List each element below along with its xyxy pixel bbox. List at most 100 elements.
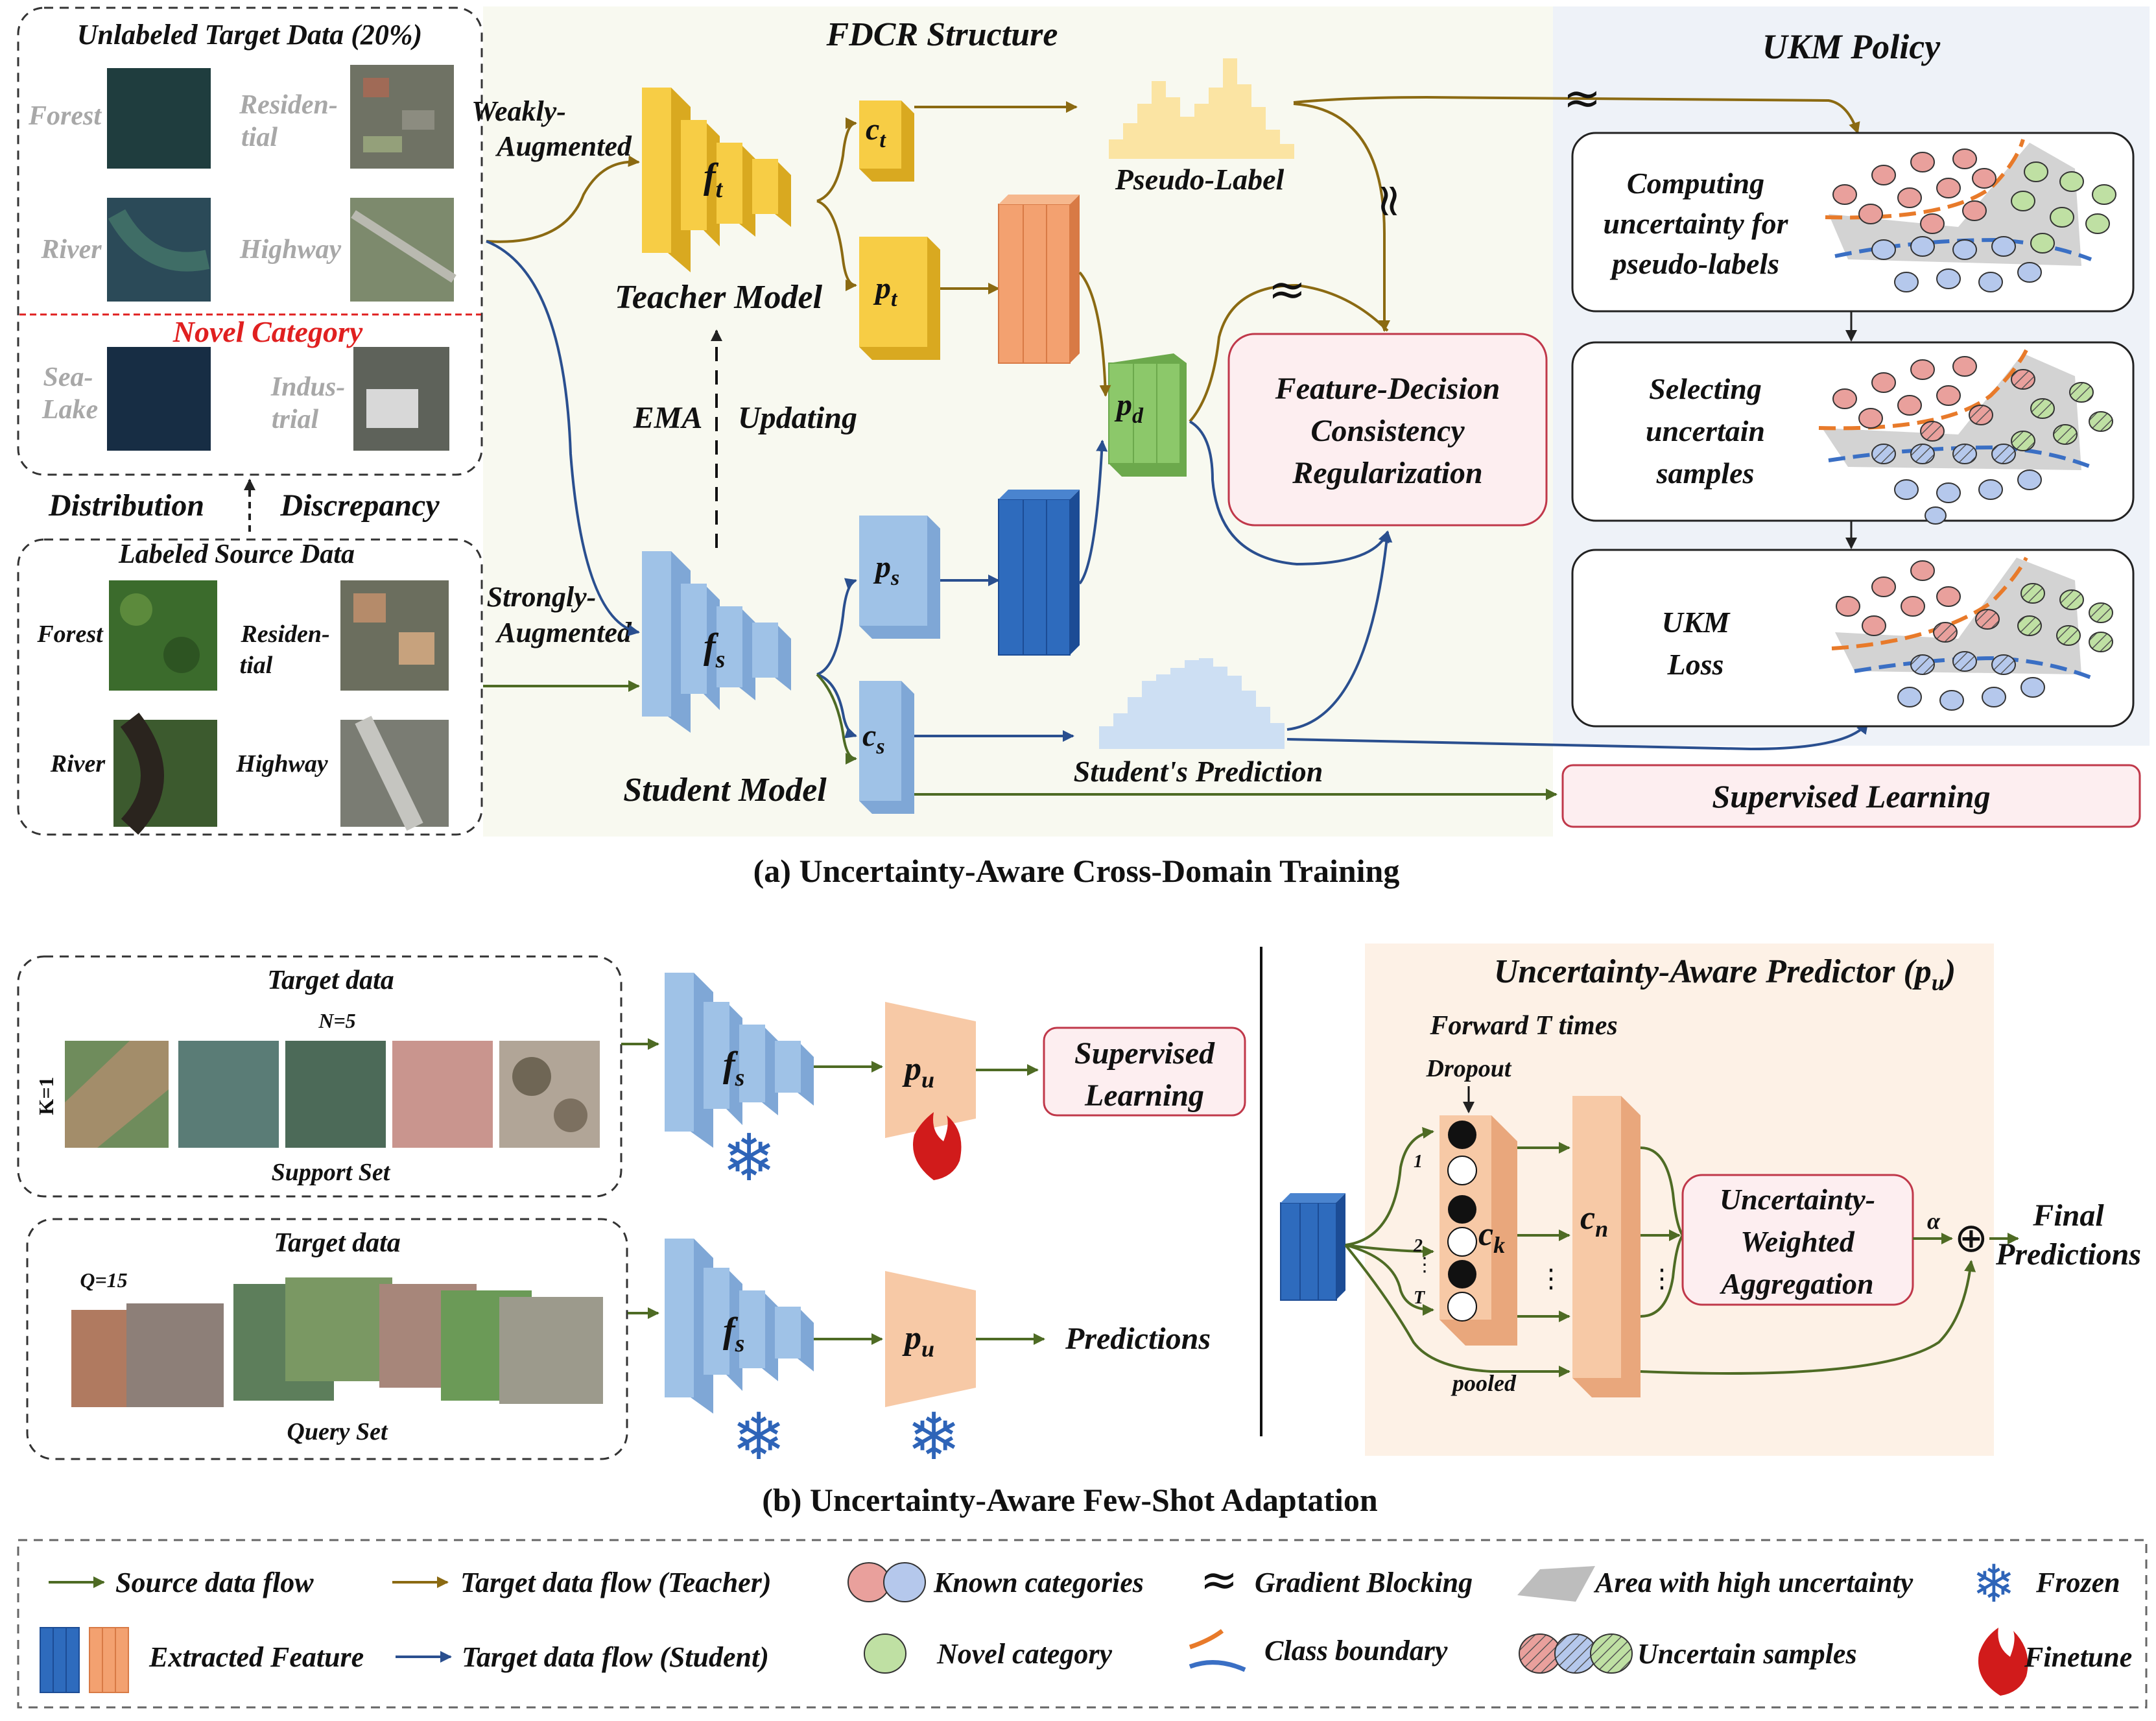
alpha-label: α <box>1927 1208 1941 1234</box>
legend-boundary-orange-icon <box>1189 1629 1224 1650</box>
predictor-input-feature <box>1280 1193 1345 1301</box>
ukm-step-2: Selecting uncertain samples <box>1571 341 2135 525</box>
pseudo-label-text: Pseudo-Label <box>1115 163 1285 196</box>
query-set-panel: Target data Q=15 Query Set <box>26 1218 628 1460</box>
ck-layer: ck <box>1439 1115 1517 1346</box>
pseudo-to-ukm <box>1293 95 1860 134</box>
novel-category-label: Novel Category <box>172 315 363 348</box>
strongly-label-1: Strongly- <box>487 581 597 613</box>
support-img-5 <box>499 1041 600 1148</box>
pu-head-query: pu <box>885 1271 976 1407</box>
discrepancy-label: Discrepancy <box>279 488 440 523</box>
student-prediction-histogram <box>1099 658 1285 749</box>
pd-to-fdcr-teacher <box>1189 283 1389 423</box>
supervised-b-line-2: Learning <box>1084 1078 1204 1113</box>
cn-layer: cn <box>1572 1096 1641 1397</box>
cn-to-agg-1 <box>1640 1146 1684 1237</box>
legend-box <box>17 1539 2148 1709</box>
final-line-1: Final <box>2032 1198 2104 1233</box>
student-prediction-label: Student's Prediction <box>1074 755 1323 788</box>
labeled-source-panel: Labeled Source Data Forest Residen- tial… <box>17 538 483 836</box>
fdcr-title: FDCR Structure <box>826 16 1058 53</box>
pooled-path <box>1344 1244 1570 1377</box>
cn-to-agg-3 <box>1640 1234 1684 1318</box>
agg-line-1: Uncertainty- <box>1720 1183 1875 1216</box>
pseudo-label-histogram <box>1109 58 1294 159</box>
pu-head-support: pu <box>885 1002 976 1138</box>
pooled-to-sum <box>1640 1260 1976 1375</box>
legend-known: Known categories <box>933 1567 1144 1598</box>
label-sealake-1: Sea- <box>43 362 93 392</box>
label-river: River <box>40 235 102 265</box>
label-highway: Highway <box>239 235 342 265</box>
source-to-cs <box>816 673 857 765</box>
teacher-to-pt <box>816 200 857 291</box>
fdcr-line-1: Feature-Decision <box>1275 372 1500 406</box>
caption-a: (a) Uncertainty-Aware Cross-Domain Train… <box>753 853 1400 889</box>
fdcr-line-2: Consistency <box>1310 414 1465 448</box>
legend-snowflake-icon: ❄ <box>1972 1554 2015 1614</box>
agg-line-3: Aggregation <box>1719 1267 1873 1300</box>
label-industrial-1: Indus- <box>270 372 345 402</box>
legend-area-icon <box>1517 1566 1595 1602</box>
ukm2-line-1: Selecting <box>1649 372 1762 405</box>
input-to-dropout-T <box>1345 1244 1434 1316</box>
predictions-label: Predictions <box>1065 1322 1211 1356</box>
teacher-model-label: Teacher Model <box>615 279 823 316</box>
legend-teacher-flow: Target data flow (Teacher) <box>460 1567 772 1598</box>
support-target-title: Target data <box>267 966 394 995</box>
legend-source-flow: Source data flow <box>115 1567 314 1598</box>
fdcr-box: Feature-Decision Consistency Regularizat… <box>1227 333 1548 527</box>
agg-line-2: Weighted <box>1740 1225 1854 1258</box>
img-forest-source <box>109 580 217 691</box>
strong-aug-flow <box>486 240 640 637</box>
weakly-label-2: Augmented <box>495 130 632 162</box>
teacher-feature <box>998 195 1080 364</box>
ukm1-line-2: uncertainty for <box>1604 207 1789 240</box>
ukm2-line-3: samples <box>1656 457 1755 490</box>
legend-uncertain: Uncertain samples <box>1637 1638 1857 1670</box>
legend-finetune: Finetune <box>2024 1641 2132 1673</box>
fs-encoder-support: fs <box>665 973 814 1148</box>
legend-high-uncertainty: Area with high uncertainty <box>1593 1567 1913 1598</box>
label-industrial-2: trial <box>272 405 319 434</box>
ukm1-line-3: pseudo-labels <box>1609 247 1779 280</box>
student-feat-to-pd <box>1078 440 1108 585</box>
dropout-index-2: 2 <box>1413 1236 1423 1256</box>
query-img-4 <box>285 1277 392 1381</box>
strongly-label-2: Augmented <box>495 617 632 648</box>
dropout-index-1: 1 <box>1414 1152 1423 1172</box>
prediction-to-fdcr <box>1286 530 1393 731</box>
student-to-ps <box>816 578 857 676</box>
query-set-label: Query Set <box>287 1418 388 1445</box>
src-label-forest: Forest <box>36 621 104 648</box>
legend-flame-icon <box>1978 1628 2028 1696</box>
updating-label: Updating <box>738 401 857 435</box>
grad-block-2: ≈ <box>1364 182 1417 220</box>
distribution-label: Distribution <box>48 488 204 523</box>
ukm-title: UKM Policy <box>1762 27 1941 66</box>
label-sealake-2: Lake <box>41 395 98 425</box>
ukm2-line-2: uncertain <box>1646 414 1765 447</box>
legend-novel-icon <box>864 1633 906 1674</box>
legend-extracted: Extracted Feature <box>148 1641 364 1673</box>
legend-frozen: Frozen <box>2035 1567 2120 1598</box>
student-encoder: fs <box>642 551 791 733</box>
fdcr-line-3: Regularization <box>1292 456 1482 490</box>
legend-uncertain-green-icon <box>1590 1633 1633 1674</box>
dropout-label: Dropout <box>1426 1055 1512 1082</box>
support-img-2 <box>178 1041 279 1148</box>
input-to-dropout-1 <box>1345 1127 1434 1246</box>
query-img-7 <box>499 1297 603 1404</box>
src-label-residential-1: Residen- <box>240 621 329 648</box>
ps-head: ps <box>859 516 940 639</box>
pd-head: pd <box>1108 353 1187 477</box>
snowflake-icon: ❄ <box>906 1399 961 1475</box>
supervised-b-line-1: Supervised <box>1074 1036 1215 1071</box>
q15-label: Q=15 <box>80 1268 127 1292</box>
ukm-step-3: UKM Loss <box>1571 549 2135 728</box>
dropout-index-T: T <box>1414 1288 1426 1308</box>
img-sealake <box>107 347 211 451</box>
legend-boundary-blue-icon <box>1189 1660 1246 1672</box>
